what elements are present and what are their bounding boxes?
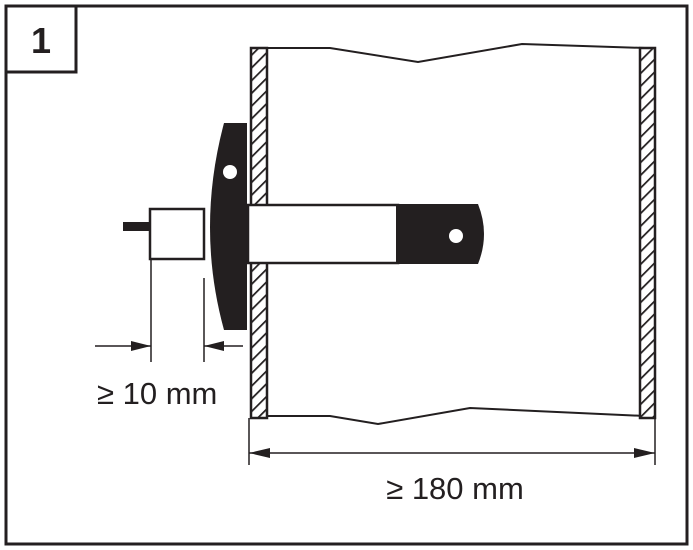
width-dimension-label: ≥ 180 mm xyxy=(386,471,524,506)
duct-bottom-break-line xyxy=(265,406,646,426)
step-number: 1 xyxy=(31,20,51,61)
flange-mounting-hole xyxy=(223,165,237,179)
sensor-cable xyxy=(123,222,151,231)
figure-frame xyxy=(4,4,689,546)
gap-dimension xyxy=(95,260,243,362)
gap-dimension-label: ≥ 10 mm xyxy=(97,376,217,411)
mounting-flange xyxy=(210,123,247,330)
duct-wall-right xyxy=(638,46,657,420)
sensor-tip-hole xyxy=(449,229,463,243)
sensor-housing xyxy=(148,207,206,261)
step-number-box xyxy=(4,4,78,74)
duct-top-break-line xyxy=(265,42,646,64)
width-dimension xyxy=(248,418,656,465)
sensor-rod xyxy=(246,203,400,265)
sensor-tip xyxy=(396,204,484,264)
